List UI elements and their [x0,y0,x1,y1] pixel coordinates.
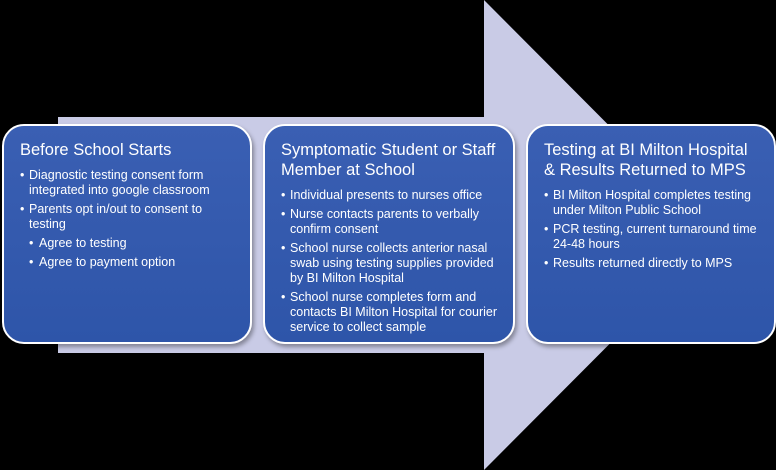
list-item: Parents opt in/out to consent to testing [20,202,236,232]
list-item: Nurse contacts parents to verbally confi… [281,207,499,237]
list-item: Diagnostic testing consent form integrat… [20,168,236,198]
list-item: PCR testing, current turnaround time 24-… [544,222,760,252]
list-item: Individual presents to nurses office [281,188,499,203]
step-title: Symptomatic Student or Staff Member at S… [281,141,496,179]
step-title: Testing at BI Milton Hospital & Results … [544,141,748,179]
step-list: BI Milton Hospital completes testing und… [544,188,760,271]
list-item: School nurse collects anterior nasal swa… [281,241,499,286]
step-before-school-starts: Before School Starts Diagnostic testing … [2,124,252,344]
list-item: BI Milton Hospital completes testing und… [544,188,760,218]
list-item: School nurse completes form and contacts… [281,290,499,335]
step-testing-and-results: Testing at BI Milton Hospital & Results … [526,124,776,344]
step-symptomatic-at-school: Symptomatic Student or Staff Member at S… [263,124,515,344]
sub-list-item: Agree to testing [20,236,236,251]
step-title: Before School Starts [20,141,172,159]
step-list: Individual presents to nurses office Nur… [281,188,499,335]
step-list: Diagnostic testing consent form integrat… [20,168,236,270]
sub-list-item: Agree to payment option [20,255,236,270]
list-item: Results returned directly to MPS [544,256,760,271]
